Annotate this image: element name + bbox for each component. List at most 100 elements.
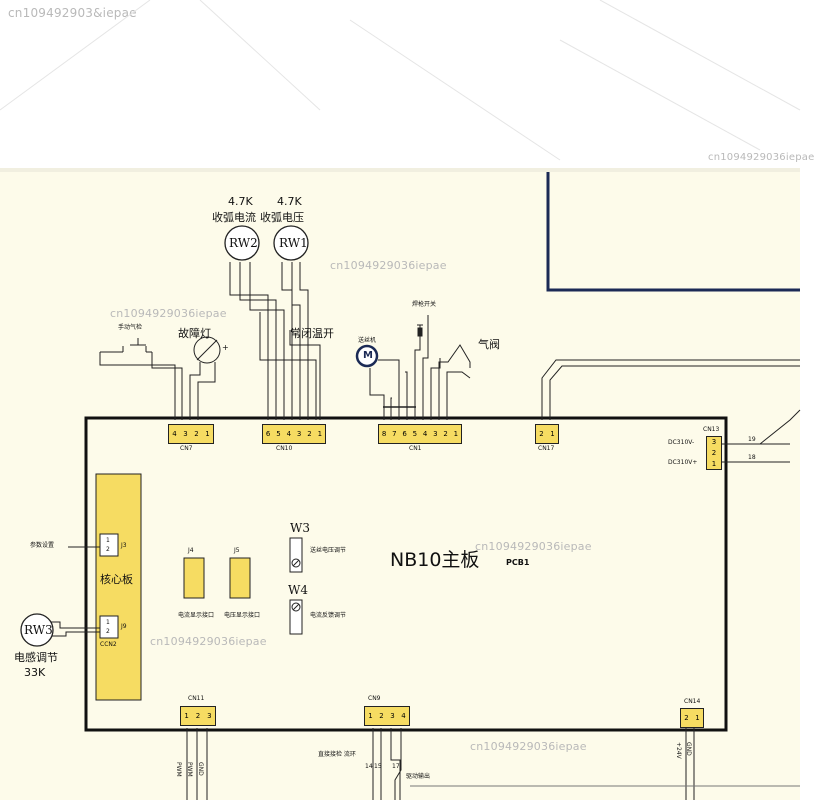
board-title: NB10主板 (390, 549, 480, 571)
cn14-wiring (685, 728, 695, 800)
cn7-pin: 3 (183, 430, 188, 438)
voltage-display-port-label: 电压显示接口 (224, 612, 261, 619)
rw3-value: 33K (24, 666, 46, 679)
direct-detect-label: 直接接检 流环 (318, 751, 356, 758)
cn11-label: CN11 (188, 695, 205, 702)
rw1-id: RW1 (279, 236, 308, 250)
cn11-connector: 1 2 3 (180, 706, 216, 726)
wire-19-label: 19 (748, 436, 756, 443)
cn14-pin: 1 (695, 714, 700, 722)
cn10-pin: 6 (265, 430, 271, 438)
cn14-wire-label: +24V (675, 742, 682, 759)
board-ref: PCB1 (506, 558, 530, 567)
cn1-pin: 1 (453, 430, 459, 438)
j4-label: J4 (188, 547, 194, 554)
w3-desc: 送丝电压调节 (310, 547, 347, 554)
torch-switch-symbol (417, 315, 429, 340)
rw2-function: 收弧电流 (212, 211, 256, 224)
watermark-top-left: cn109492903&iepae (8, 6, 137, 20)
motor-symbol-letter: M (363, 350, 373, 361)
watermark: cn1094929036iepae (110, 307, 227, 320)
motor-symbol (355, 344, 379, 368)
cn1-pin: 3 (433, 430, 438, 438)
cn14-pin: 2 (684, 714, 689, 722)
cn10-pin: 4 (286, 430, 292, 438)
cn11-wiring (186, 728, 208, 800)
cn17-wiring (541, 359, 800, 420)
watermark: cn1094929036iepae (330, 259, 447, 272)
cn7-wiring (99, 352, 216, 420)
torch-switch-label: 焊枪开关 (412, 301, 437, 308)
rw2-value: 4.7K (228, 195, 253, 208)
cn17-connector: 2 1 (535, 424, 559, 444)
navy-frame (546, 172, 800, 292)
cn9-connector: 1 2 3 4 (364, 706, 410, 726)
pcb-outline (84, 416, 728, 732)
cn10-wiring (229, 262, 321, 420)
watermark: cn1094929036iepae (470, 740, 587, 753)
rw3-id: RW3 (24, 623, 53, 637)
j9-label: J9 (121, 623, 127, 630)
cn1-label: CN1 (409, 445, 422, 452)
drive-output-label: 驱动输出 (406, 773, 431, 780)
cn9-wire-label: 15 (374, 763, 382, 770)
core-board-label: 核心板 (100, 573, 133, 586)
motor-label: 送丝机 (358, 337, 377, 344)
rw1-function: 收弧电压 (260, 211, 304, 224)
cn10-pin: 2 (307, 430, 312, 438)
cn13-pin: 1 (711, 459, 717, 468)
cn14-wire-label: GND (685, 742, 692, 756)
fault-lamp-plus: + (222, 343, 229, 352)
cn13-pin: 2 (711, 448, 717, 457)
cn7-connector: 4 3 2 1 (168, 424, 214, 444)
cn14-label: CN14 (684, 698, 701, 705)
ccn2-label: CCN2 (100, 641, 117, 648)
cn17-pin: 2 (539, 430, 544, 438)
cn17-pin: 1 (550, 430, 555, 438)
j9-pin: 2 (106, 628, 110, 635)
cn9-pin: 4 (401, 712, 406, 720)
cn13-connector: 3 2 1 (706, 436, 722, 470)
cn1-pin: 2 (443, 430, 448, 438)
core-board-sockets (99, 533, 119, 639)
watermark-top-right: cn1094929036iepae (708, 152, 814, 163)
fault-lamp-symbol (193, 336, 221, 365)
cn1-wiring (369, 325, 471, 420)
cn13-pin: 3 (711, 438, 717, 447)
cn7-pin: 2 (194, 430, 199, 438)
cn9-pin: 3 (390, 712, 395, 720)
cn10-pin: 5 (276, 430, 281, 438)
j9-pin: 1 (106, 619, 110, 626)
cn9-pin: 1 (368, 712, 373, 720)
j3-label: J3 (121, 542, 127, 549)
cn1-pin: 5 (412, 430, 418, 438)
cn11-pin: 2 (195, 712, 201, 720)
cn10-pin: 1 (317, 430, 323, 438)
w3-pot (289, 537, 303, 573)
cn1-connector: 8 7 6 5 4 3 2 1 (378, 424, 462, 444)
cn9-label: CN9 (368, 695, 381, 702)
cn17-label: CN17 (538, 445, 555, 452)
param-setting-label: 参数设置 (30, 542, 55, 549)
cn11-wire-label: GND (197, 762, 204, 776)
normally-closed-switch-label: 常闭温开 (290, 327, 334, 340)
w4-id: W4 (288, 583, 308, 597)
cn13-wiring (720, 409, 801, 463)
cn11-wire-label: PWM (186, 762, 193, 777)
dc310-minus-label: DC310V- (668, 439, 695, 446)
wire-18-label: 18 (748, 454, 756, 461)
cn9-wire-label: 17 (392, 763, 400, 770)
gas-valve-label: 气阀 (478, 338, 500, 351)
cn9-wiring (372, 728, 402, 800)
rw2-id: RW2 (229, 236, 258, 250)
cn1-pin: 8 (381, 430, 387, 438)
watermark: cn1094929036iepae (475, 540, 592, 553)
cn7-pin: 1 (205, 430, 210, 438)
cn1-pin: 4 (422, 430, 428, 438)
cn1-pin: 7 (392, 430, 397, 438)
current-display-port-label: 电流显示接口 (178, 612, 215, 619)
cn11-pin: 1 (184, 712, 189, 720)
cn10-label: CN10 (276, 445, 293, 452)
cn9-wire-label: 14 (365, 763, 373, 770)
